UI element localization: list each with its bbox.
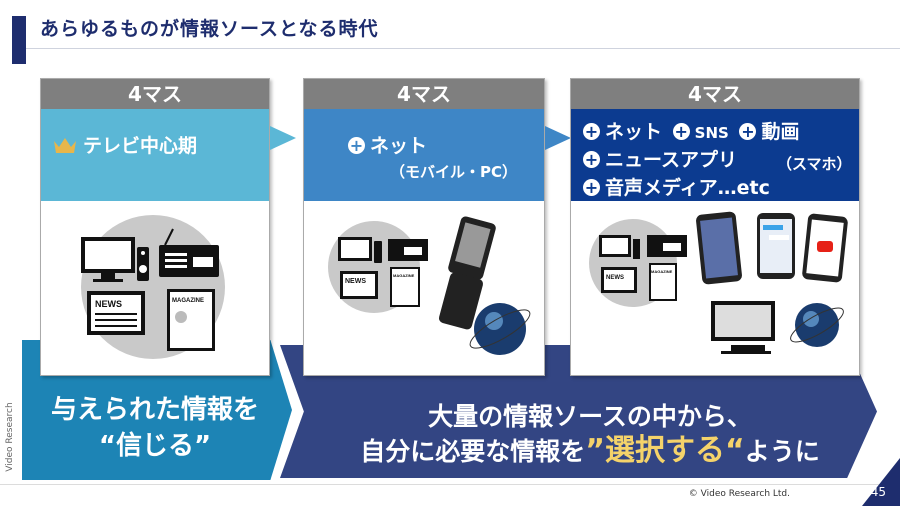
media-illustration-smartphone: NEWS MAGAZINE — [589, 211, 848, 354]
panel-head: 4マス — [41, 79, 269, 109]
panel-tv-era: 4マス テレビ中心期 NEWS MAGAZINE — [40, 78, 270, 376]
band-title: ネット — [370, 135, 428, 157]
highlight-select: 選択する — [605, 433, 725, 468]
smartphone-chat-icon — [757, 213, 795, 279]
band-row-1: +ネット +SNS +動画 — [583, 117, 799, 144]
band-title-row: テレビ中心期 — [53, 131, 197, 158]
smartphone-apps-icon — [696, 211, 742, 285]
desktop-monitor-icon — [711, 301, 775, 354]
band-item-net: ネット — [605, 121, 663, 143]
radio-icon — [159, 228, 219, 277]
banner-left-text: 与えられた情報を “信じる” — [40, 392, 270, 464]
band-subtitle: （モバイル・PC） — [390, 163, 518, 181]
plus-icon: + — [583, 178, 600, 197]
magazine-label: MAGAZINE — [651, 269, 673, 274]
panel-head: 4マス — [304, 79, 544, 109]
news-label: NEWS — [606, 275, 624, 281]
banner-right-text: 大量の情報ソースの中から、 自分に必要な情報を”選択する“ように — [330, 400, 850, 469]
panel-band: テレビ中心期 — [41, 109, 269, 201]
banner-right-line2: 自分に必要な情報を”選択する“ように — [330, 434, 850, 469]
panel-head: 4マス — [571, 79, 859, 109]
band-item-audio: 音声メディア…etc — [605, 177, 770, 199]
magazine-label: MAGAZINE — [172, 298, 204, 304]
quote-open: ” — [585, 433, 605, 468]
band-item-video: 動画 — [761, 121, 800, 143]
title-accent-bar — [12, 16, 26, 64]
arrow-to-smartphone-era — [545, 126, 571, 150]
band-row-3: + 音声メディア…etc — [583, 173, 770, 200]
banner-left-line2: “信じる” — [98, 431, 212, 461]
globe-icon — [790, 303, 844, 347]
band-row-2: + ニュースアプリ — [583, 145, 737, 172]
page-number: 45 — [870, 485, 886, 499]
flip-phone-icon — [438, 216, 496, 330]
plus-icon: + — [348, 136, 365, 155]
media-illustration-traditional: NEWS MAGAZINE — [81, 215, 225, 359]
banner-right-line2-suffix: ように — [744, 437, 820, 466]
page-title: あらゆるものが情報ソースとなる時代 — [40, 18, 379, 40]
side-brand-tag: Video Research — [5, 402, 15, 472]
plus-icon: + — [583, 150, 600, 169]
panel-band: +ネット +SNS +動画 +ニュースアプリ （スマホ） +音声メディア…etc — [571, 109, 859, 201]
magazine-label: MAGAZINE — [393, 273, 415, 278]
panel-smartphone-era: 4マス +ネット +SNS +動画 +ニュースアプリ （スマホ） +音声メディア… — [570, 78, 860, 376]
banner-right-line1: 大量の情報ソースの中から、 — [428, 402, 752, 431]
band-item-sns: SNS — [694, 124, 729, 142]
tv-icon — [81, 237, 135, 282]
band-title: テレビ中心期 — [83, 135, 198, 157]
quote-close: “ — [725, 433, 745, 468]
plus-icon: + — [739, 122, 757, 141]
banner-right-line2-prefix: 自分に必要な情報を — [360, 437, 586, 466]
remote-icon — [137, 247, 149, 281]
news-label: NEWS — [345, 278, 366, 285]
band-item-smartphone-note: （スマホ） — [777, 155, 852, 173]
banner-left-line1: 与えられた情報を — [50, 395, 259, 425]
arrow-to-net-era — [270, 126, 296, 150]
smartphone-video-icon — [802, 213, 848, 283]
plus-icon: + — [672, 122, 690, 141]
band-title-row: + ネット — [348, 131, 427, 158]
globe-icon — [469, 303, 531, 355]
panel-net-era: 4マス + ネット （モバイル・PC） NEWS MAGAZINE — [303, 78, 545, 376]
media-illustration-net: NEWS MAGAZINE — [328, 216, 531, 355]
copyright: © Video Research Ltd. — [688, 489, 790, 499]
band-item-news-app: ニュースアプリ — [605, 149, 738, 171]
plus-icon: + — [583, 122, 600, 141]
news-label: NEWS — [95, 299, 122, 309]
newspaper-icon: NEWS — [87, 291, 145, 335]
crown-icon — [54, 138, 76, 153]
panel-band: + ネット （モバイル・PC） — [304, 109, 544, 201]
footer-divider — [0, 484, 900, 485]
magazine-icon: MAGAZINE — [167, 289, 215, 351]
header-divider — [26, 48, 900, 49]
